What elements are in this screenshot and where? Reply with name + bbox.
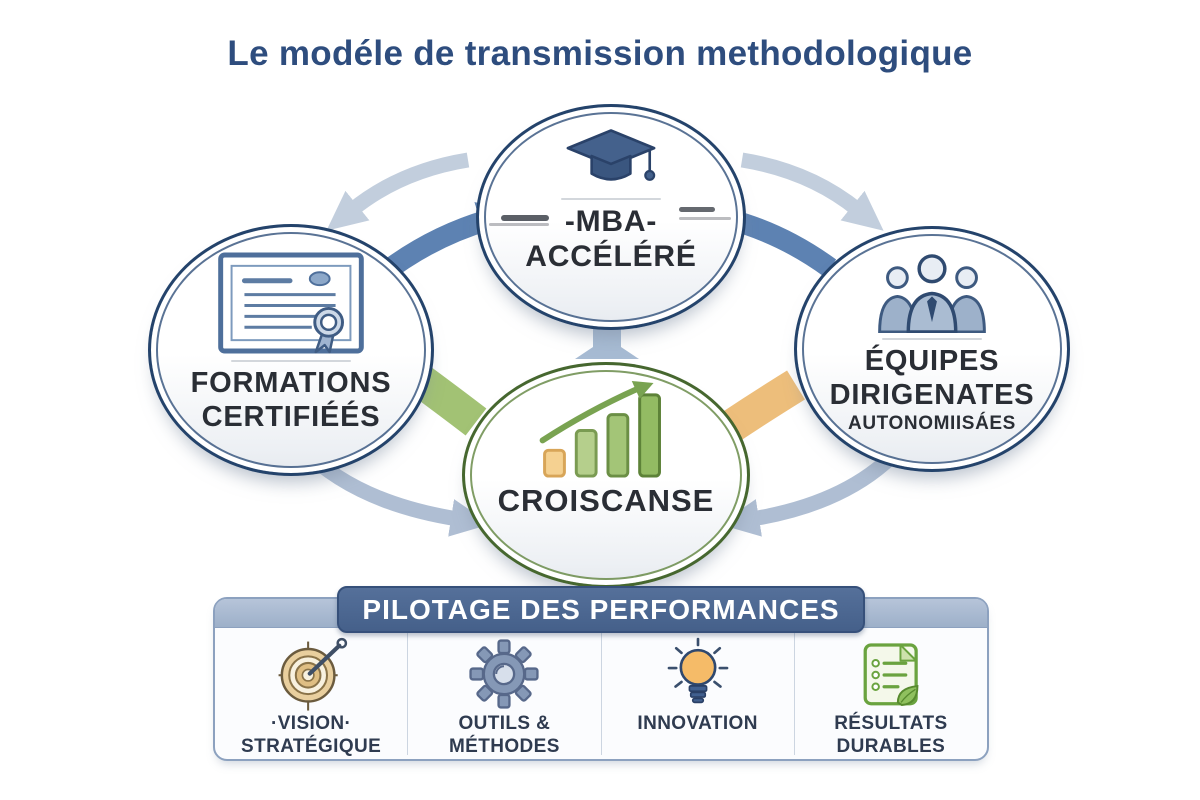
node-mba-accelere: -MBA- ACCÉLÉRÉ: [476, 104, 746, 330]
growth-chart-icon: [539, 380, 661, 478]
target-icon: [278, 637, 348, 711]
panel-item-label: STRATÉGIQUE: [241, 735, 382, 757]
node-label: ACCÉLÉRÉ: [525, 240, 697, 274]
panel-item-label: MÉTHODES: [448, 735, 560, 757]
panel-item-outils-methodes: OUTILS & MÉTHODES: [407, 631, 600, 757]
performance-panel: PILOTAGE DES PERFORMANCES ·VISION· ST: [213, 586, 989, 761]
node-formations-certifiees: FORMATIONS CERTIFIÉÉS: [148, 224, 434, 476]
node-label: DIRIGENATES: [829, 379, 1035, 412]
band-left-center: [409, 366, 487, 436]
panel-item-vision-strategique: ·VISION· STRATÉGIQUE: [215, 631, 407, 757]
artifact-smudge: [489, 223, 549, 226]
panel-item-label: INNOVATION: [637, 713, 758, 734]
node-equipes-dirigeantes: ÉQUIPES DIRIGENATES AUTONOMIISÁES: [794, 226, 1070, 472]
node-label: FORMATIONS: [190, 367, 392, 399]
artifact-line: [882, 338, 982, 340]
page-title: Le modéle de transmission methodologique: [227, 34, 973, 73]
panel-item-innovation: INNOVATION: [600, 631, 794, 755]
panel-item-label: OUTILS &: [458, 713, 551, 734]
lightbulb-icon: [667, 637, 728, 704]
band-center-right: [722, 370, 805, 441]
graduation-cap-icon: [566, 129, 656, 181]
gear-icon: [469, 639, 539, 709]
node-label: CROISCANSE: [497, 483, 715, 518]
panel-header-banner: PILOTAGE DES PERFORMANCES: [337, 586, 865, 633]
node-label: CERTIFIÉÉS: [201, 401, 381, 434]
artifact-line: [231, 360, 351, 362]
artifact-smudge: [679, 217, 731, 220]
panel-columns: ·VISION· STRATÉGIQUE: [215, 631, 987, 757]
node-label: -MBA-: [564, 205, 658, 238]
connector-top-center: [575, 301, 639, 359]
arrow-top-to-right: [740, 152, 884, 231]
node-croissance: CROISCANSE: [462, 362, 750, 588]
artifact-line: [561, 198, 661, 200]
panel-item-resultats-durables: RÉSULTATS DURABLES: [793, 631, 987, 757]
team-icon: [878, 254, 986, 333]
artifact-smudge: [679, 207, 715, 212]
node-label: AUTONOMIISÁES: [848, 413, 1016, 435]
panel-item-label: ·VISION·: [270, 713, 352, 734]
document-leaf-icon: [863, 643, 919, 707]
panel-item-label: DURABLES: [836, 735, 946, 757]
arrow-top-to-left: [326, 152, 470, 231]
certificate-icon: [218, 252, 364, 354]
artifact-smudge: [501, 215, 549, 221]
panel-item-label: RÉSULTATS: [834, 713, 948, 734]
node-label: ÉQUIPES: [864, 345, 1000, 377]
